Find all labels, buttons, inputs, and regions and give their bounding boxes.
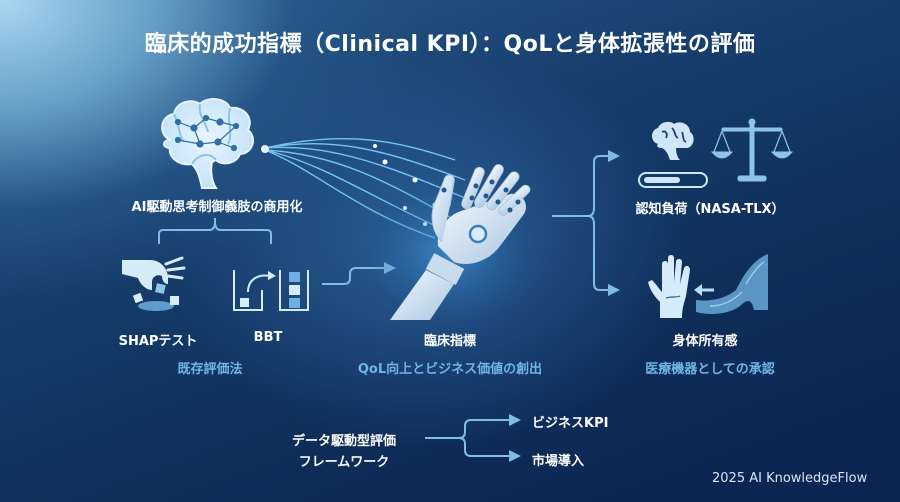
hand-dropping-blocks-icon: [122, 256, 186, 311]
framework-branch-arrows: [425, 414, 521, 462]
brain-icon: [652, 121, 694, 160]
cognitive-load-label: 認知負荷（NASA-TLX）: [635, 202, 785, 217]
clinical-indicator-label: 臨床指標: [423, 334, 476, 349]
branch-connector: [552, 150, 620, 296]
footer-credit: 2025 AI KnowledgeFlow: [712, 471, 868, 486]
body-ownership-label: 身体所有感: [672, 334, 738, 349]
qol-business-caption: QoL向上とビジネス価値の創出: [357, 362, 543, 377]
framework-line2: フレームワーク: [298, 455, 390, 470]
test-label-shap: SHAPテスト: [118, 334, 198, 349]
box-and-block-icon: [233, 270, 309, 311]
progress-bar-icon: [638, 172, 708, 188]
robotic-hand-icon: [370, 164, 550, 320]
open-hand-icon: [648, 255, 690, 318]
output-business-kpi: ビジネスKPI: [532, 416, 609, 431]
output-market-adoption: 市場導入: [532, 454, 585, 469]
arm-icon: [694, 254, 768, 314]
framework-line1: データ駆動型評価: [291, 434, 396, 449]
ai-brain-icon: [161, 98, 255, 189]
balance-scale-icon: [710, 118, 794, 182]
commercialization-heading: AI駆動思考制御義肢の商用化: [131, 200, 303, 215]
page-title: 臨床的成功指標（Clinical KPI）：QoLと身体拡張性の評価: [144, 32, 756, 57]
medical-approval-caption: 医療機器としての承認: [645, 362, 775, 377]
grouping-bracket: [158, 218, 272, 244]
test-label-bbt: BBT: [253, 330, 283, 345]
existing-methods-caption: 既存評価法: [177, 362, 243, 377]
